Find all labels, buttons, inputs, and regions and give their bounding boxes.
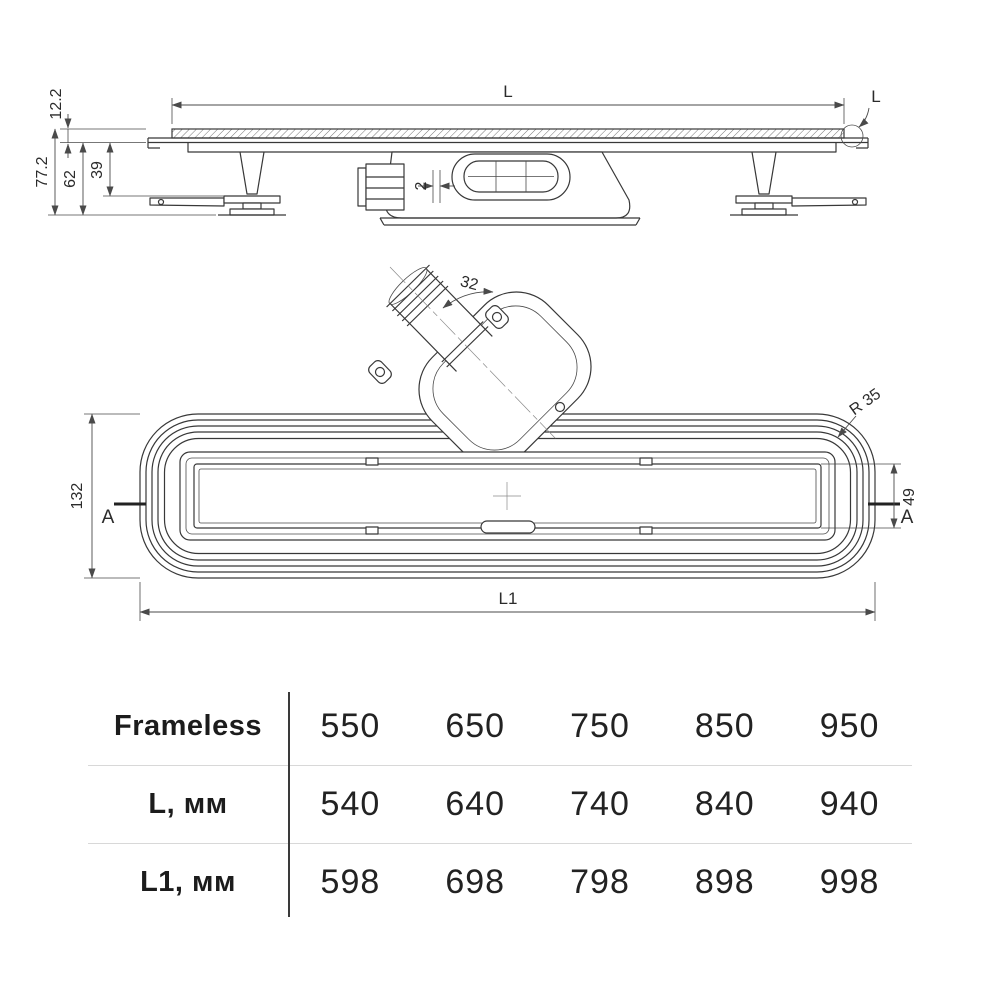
mounting-lug-right — [485, 304, 509, 330]
dim-label-total-height: 77.2 — [34, 156, 51, 187]
table-cell: 698 — [445, 863, 506, 901]
table-cell: 940 — [819, 785, 880, 823]
size-table: Frameless 550 650 750 850 950 L, мм 540 … — [88, 688, 912, 921]
table-cell: 740 — [570, 785, 630, 823]
dim-length-bottom: L1 — [139, 582, 876, 621]
centerlines — [389, 266, 557, 510]
dim-label-outlet: 32 — [458, 273, 480, 294]
dim-grate-width: 49 — [821, 463, 918, 529]
dim-label-grate-width: 49 — [901, 488, 918, 506]
technical-drawing: 2 L L 12.2 77.2 62 — [34, 82, 918, 621]
table-vertical-divider — [288, 692, 290, 917]
dim-label-length-top: L — [503, 82, 512, 101]
side-flange — [147, 137, 869, 149]
plan-view: 32 R 35 132 A A 49 L1 — [69, 264, 918, 621]
dim-label-radius: R 35 — [847, 386, 885, 419]
table-cell: 850 — [694, 707, 755, 745]
dim-label-body-height: 62 — [62, 170, 79, 188]
detail-callout: L — [840, 87, 881, 148]
dim-label-width: 132 — [69, 483, 86, 510]
table-cell: 898 — [694, 863, 755, 901]
dim-heights: 12.2 77.2 62 39 — [34, 88, 224, 216]
right-foot — [730, 151, 867, 216]
table-cell: 640 — [445, 785, 506, 823]
dim-outlet: 32 — [442, 273, 494, 309]
side-view: 2 L L 12.2 77.2 62 — [34, 82, 881, 226]
dim-label-length-bottom: L1 — [499, 589, 518, 608]
table-cell: 950 — [819, 707, 880, 745]
table-row-values: 550 650 750 850 950 — [288, 707, 912, 746]
table-row-L: L, мм 540 640 740 840 940 — [88, 766, 912, 843]
table-cell: 750 — [570, 707, 630, 745]
table-cell: 540 — [320, 785, 381, 823]
dim-length-top: L — [171, 82, 845, 124]
table-row-L1: L1, мм 598 698 798 898 998 — [88, 844, 912, 921]
table-divider — [88, 765, 912, 766]
table-row-values: 540 640 740 840 940 — [288, 785, 912, 824]
dim-label-detail: L — [871, 87, 880, 106]
table-cell: 798 — [570, 863, 630, 901]
table-row-frameless: Frameless 550 650 750 850 950 — [88, 688, 912, 765]
dim-radius: R 35 — [837, 386, 885, 438]
table-row-label: L, мм — [148, 788, 228, 820]
table-cell: 840 — [694, 785, 755, 823]
table-row-values: 598 698 798 898 998 — [288, 863, 912, 902]
section-label-right: A — [901, 507, 914, 528]
side-trap: 2 — [357, 151, 641, 226]
dim-label-gap: 2 — [413, 181, 430, 190]
side-channel-body — [187, 142, 837, 153]
table-row-label: Frameless — [114, 710, 262, 742]
mounting-lug-left — [368, 359, 392, 385]
table-cell: 650 — [445, 707, 506, 745]
dim-width: 132 — [69, 413, 140, 579]
section-label-left: A — [102, 507, 115, 528]
left-foot — [149, 151, 286, 216]
dim-label-foot-height: 39 — [89, 161, 106, 179]
side-grate — [171, 128, 845, 139]
table-cell: 998 — [819, 863, 880, 901]
table-divider — [88, 843, 912, 844]
table-cell: 598 — [320, 863, 381, 901]
table-row-label: L1, мм — [140, 866, 236, 898]
table-cell: 550 — [320, 707, 381, 745]
dim-label-grate-height: 12.2 — [48, 88, 65, 119]
